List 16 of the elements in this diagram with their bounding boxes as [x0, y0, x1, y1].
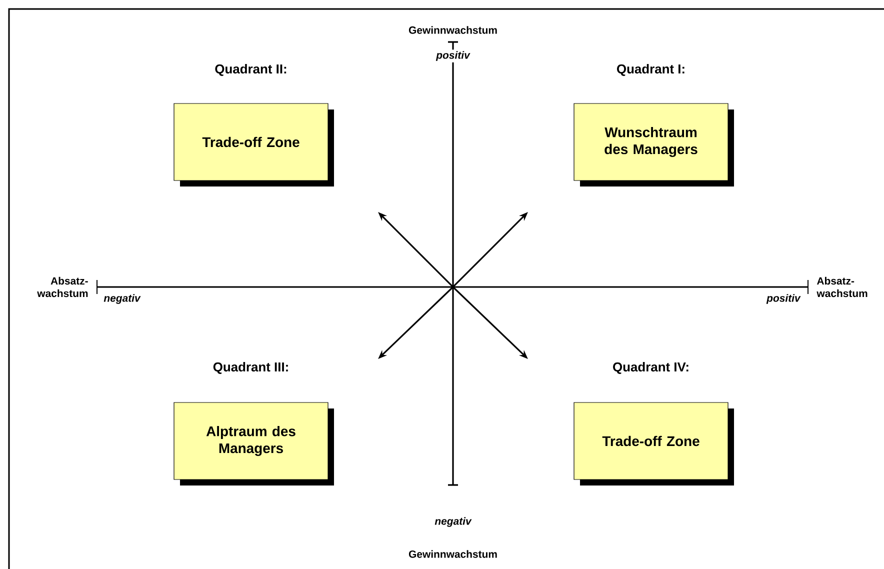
quadrant-box: Trade-off Zone — [174, 103, 334, 186]
axis-label: Absatz- wachstum — [37, 276, 88, 298]
quadrant-heading: Quadrant II: — [215, 64, 286, 76]
quadrant-heading: Quadrant III: — [213, 362, 288, 374]
axis-end-label: negativ — [102, 292, 142, 306]
quadrant-box: Wunschtraum des Managers — [574, 103, 734, 186]
axis-label: Gewinnwachstum — [408, 550, 497, 558]
axis-end-label: positiv — [434, 50, 472, 62]
quadrant-box: Trade-off Zone — [574, 402, 734, 486]
quadrant-box: Alptraum des Managers — [174, 402, 334, 486]
axis-end-label: positiv — [765, 292, 802, 306]
axis-end-label: negativ — [433, 516, 473, 528]
axis-label: Absatz- wachstum — [816, 276, 868, 298]
quadrant-heading: Quadrant I: — [617, 64, 684, 76]
quadrant-heading: Quadrant IV: — [613, 362, 688, 374]
axis-label: Gewinnwachstum — [408, 26, 497, 34]
